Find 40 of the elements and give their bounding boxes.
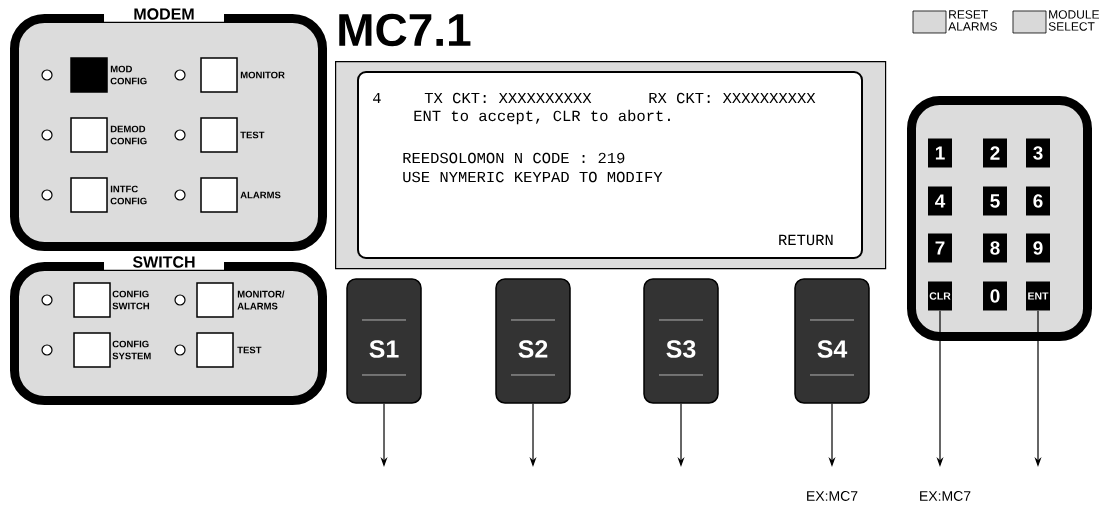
screen-text: REEDSOLOMON N CODE : 219 [403,152,625,164]
keypad-key: ENT [1026,281,1050,311]
keypad-key: 4 [928,186,952,216]
button-label: TEST [237,346,262,354]
keypad-key: 6 [1026,186,1050,216]
note-text: EX:MC7 [920,491,971,501]
note-text: EX:MC7 [807,491,858,501]
soft-key: S2 [495,278,571,404]
button-label: CONFIG SYSTEM [112,340,151,360]
button-label: INTFC CONFIG [110,185,147,205]
button-label: CONFIG SWITCH [112,290,150,310]
button-label: TEST [240,131,265,139]
keypad-key: 3 [1026,138,1050,168]
soft-key: S4 [794,278,870,404]
node-label: SWITCH [132,256,195,268]
keypad-key: 1 [928,138,952,168]
screen-text: RX CKT: XXXXXXXXXX [649,92,816,104]
soft-key: S1 [346,278,422,404]
keypad-key: CLR [928,281,952,311]
keypad-key: 9 [1026,233,1050,263]
keypad-key: 8 [983,233,1007,263]
screen-text: USE NYMERIC KEYPAD TO MODIFY [403,171,663,183]
button-label: DEMOD CONFIG [110,125,147,145]
button-label: MOD CONFIG [110,65,147,85]
screen-text: ENT to accept, CLR to abort. [414,109,670,125]
button-label: ALARMS [240,191,281,199]
screen-text: TX CKT: XXXXXXXXXX [424,92,592,104]
legend-label: RESET ALARMS [948,10,997,31]
legend-label: MODULE SELECT [1048,10,1099,31]
screen-text: 4 [373,92,381,104]
keypad-key: 5 [983,186,1007,216]
soft-key: S3 [643,278,719,404]
button-label: MONITOR/ ALARMS [237,290,285,310]
node-label: MODEM [134,8,194,20]
button-label: MONITOR [240,71,285,79]
keypad-key: 0 [983,281,1007,311]
screen-text: RETURN [779,234,833,246]
keypad-key: 7 [928,233,952,263]
keypad-key: 2 [983,138,1007,168]
title: MC7.1 [339,13,471,47]
